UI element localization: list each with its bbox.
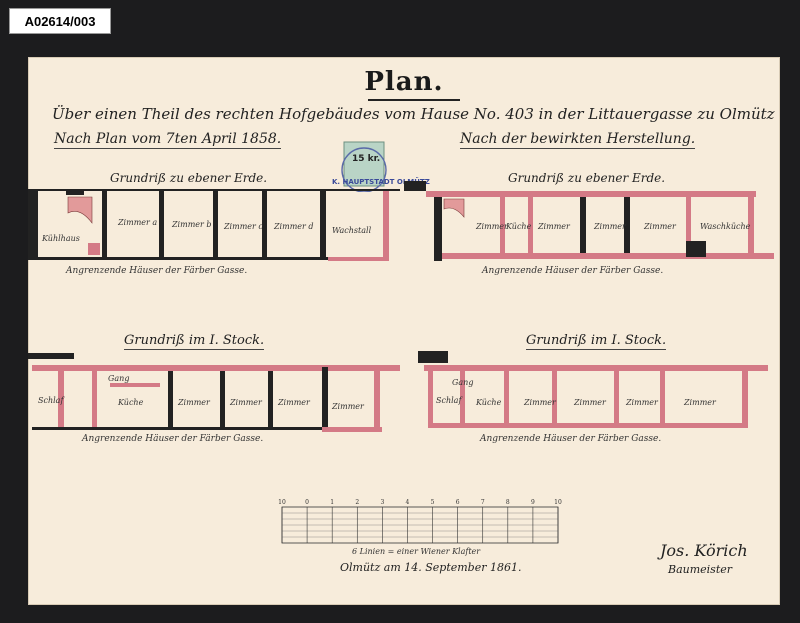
- scale-tick-label: 7: [481, 499, 485, 506]
- room-label: Zimmer: [277, 398, 311, 407]
- room-label: Zimmer: [643, 222, 677, 231]
- room-label: Zimmer: [537, 222, 571, 231]
- room-label: Kühlhaus: [41, 234, 80, 243]
- caption-right-first: Angrenzende Häuser der Färber Gasse.: [480, 434, 662, 444]
- scale-grid: [281, 506, 559, 544]
- scale-bar: 10 0 1 2 3 4 5 6 7 8 9 10: [278, 499, 562, 544]
- room-label: Zimmer d: [273, 222, 314, 231]
- plan-right-ground: Zimmer Küche Zimmer Zimmer Zimmer Waschk…: [404, 181, 774, 261]
- plan-left-ground: Zimmer a Zimmer b Zimmer c Zimmer d Wach…: [28, 189, 400, 261]
- right-column-header: Nach der bewirkten Herstellung.: [460, 131, 696, 149]
- scale-tick-label: 8: [506, 499, 510, 506]
- heading-left-first: Grundriß im I. Stock.: [124, 333, 265, 350]
- signature: Jos. Körich: [660, 541, 748, 560]
- plan-right-first: Gang Schlaf Küche Zimmer Zimmer Zimmer Z…: [418, 351, 768, 428]
- signature-role: Baumeister: [668, 563, 733, 576]
- caption-left-ground: Angrenzende Häuser der Färber Gasse.: [66, 266, 248, 276]
- plan-left-first: Schlaf Gang Küche Zimmer Zimmer Zimmer Z…: [28, 353, 400, 432]
- document-subtitle: Über einen Theil des rechten Hofgebäudes…: [52, 105, 775, 123]
- scale-tick-label: 9: [531, 499, 535, 506]
- scale-tick-label: 4: [406, 499, 410, 506]
- room-label: Küche: [475, 398, 502, 407]
- stamp-value: 15 kr.: [352, 154, 381, 164]
- tax-stamp: 15 kr. K. HAUPTSTADT OLMÜTZ: [332, 140, 430, 193]
- scale-tick-label: 6: [456, 499, 460, 506]
- room-label: Schlaf: [38, 396, 65, 405]
- scale-tick-label: 3: [380, 499, 384, 506]
- room-label: Zimmer: [683, 398, 717, 407]
- scale-tick-label: 2: [355, 499, 359, 506]
- scale-tick-label: 0: [305, 499, 309, 506]
- heading-right-ground: Grundriß zu ebener Erde.: [508, 171, 666, 185]
- caption-right-ground: Angrenzende Häuser der Färber Gasse.: [482, 266, 664, 276]
- heading-right-first: Grundriß im I. Stock.: [526, 333, 667, 350]
- scale-tick-labels: 10 0 1 2 3 4 5 6 7 8 9 10: [278, 499, 562, 506]
- room-label: Schlaf: [436, 396, 463, 405]
- document-sheet: Plan. Über einen Theil des rechten Hofge…: [28, 57, 780, 605]
- room-label: Zimmer: [625, 398, 659, 407]
- title-underline: [368, 99, 460, 101]
- document-title: Plan.: [364, 67, 444, 97]
- left-column-header: Nach Plan vom 7ten April 1858.: [54, 131, 282, 149]
- place-date: Olmütz am 14. September 1861.: [340, 561, 522, 574]
- room-label: Küche: [117, 398, 144, 407]
- room-label: Waschküche: [700, 222, 751, 231]
- scale-caption: 6 Linien = einer Wiener Klafter: [352, 547, 481, 556]
- room-label: Zimmer: [593, 222, 627, 231]
- room-label: Zimmer: [573, 398, 607, 407]
- room-label: Zimmer b: [171, 220, 212, 229]
- heading-left-ground: Grundriß zu ebener Erde.: [110, 171, 268, 185]
- room-label: Gang: [108, 374, 129, 383]
- room-label: Zimmer: [475, 222, 509, 231]
- scale-tick-label: 10: [554, 499, 562, 506]
- archive-tag: A02614/003: [9, 8, 111, 34]
- room-label: Küche: [505, 222, 532, 231]
- scale-tick-label: 10: [278, 499, 286, 506]
- stamp-cancel-text: K. HAUPTSTADT OLMÜTZ: [332, 178, 430, 186]
- room-label: Zimmer: [229, 398, 263, 407]
- room-label: Zimmer: [331, 402, 365, 411]
- caption-left-first: Angrenzende Häuser der Färber Gasse.: [82, 434, 264, 444]
- room-label: Zimmer: [523, 398, 557, 407]
- room-label: Zimmer a: [117, 218, 157, 227]
- scale-tick-label: 1: [330, 499, 334, 506]
- room-label: Zimmer c: [223, 222, 263, 231]
- room-label: Zimmer: [177, 398, 211, 407]
- room-label: Gang: [452, 378, 473, 387]
- scale-tick-label: 5: [431, 499, 435, 506]
- room-label: Wachstall: [332, 226, 372, 235]
